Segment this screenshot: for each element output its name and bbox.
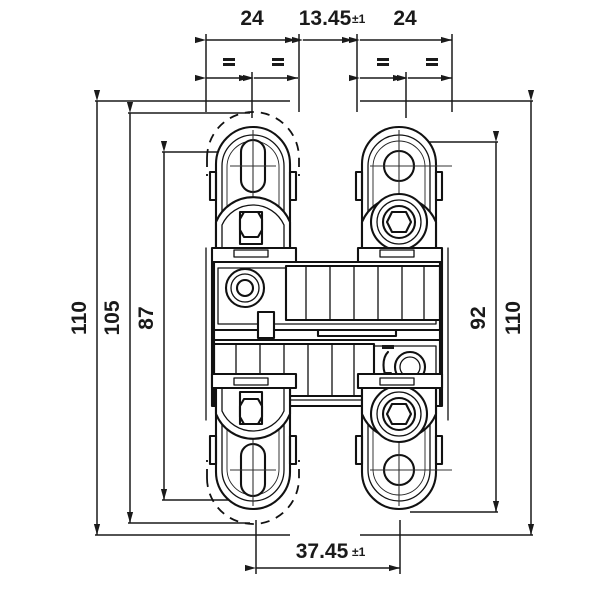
left-leaf-bottom-tab-l xyxy=(208,434,218,466)
equality-mark-2 xyxy=(272,58,284,66)
left-dimension-group: 110 105 87 xyxy=(68,90,290,536)
right-leaf-top-tab-r xyxy=(434,170,444,202)
left-leaf-bottom-hex-screw-icon xyxy=(238,397,264,426)
left-leaf-top-swing-arc xyxy=(206,111,300,159)
dim-top-left-24-label: 24 xyxy=(240,7,264,30)
right-leaf-top-hex-socket-icon xyxy=(385,210,413,234)
right-leaf-bottom xyxy=(354,372,452,510)
right-leaf-top-pivot-ring-inner xyxy=(381,204,417,240)
equality-mark-3 xyxy=(377,58,389,66)
right-leaf-top xyxy=(354,126,452,264)
dim-left-105-label: 105 xyxy=(101,300,124,335)
body-upper-washer-inner xyxy=(235,278,255,298)
dim-top-right-24-label: 24 xyxy=(393,7,417,30)
body-upper-washer-mid xyxy=(230,273,260,303)
left-leaf-bottom-tab-r xyxy=(288,434,298,466)
right-leaf-bottom-baseplate-slot xyxy=(379,377,415,386)
right-leaf-top-pivot-ring-mid xyxy=(376,199,422,245)
right-leaf-bottom-pivot-ring-mid xyxy=(376,391,422,437)
right-leaf-top-tab-l xyxy=(354,170,364,202)
body-guide-stub-upper xyxy=(256,310,276,340)
left-leaf-top-tab-r xyxy=(288,170,298,202)
dim-top-center-label: 13.45 xyxy=(299,7,352,30)
adjuster-minus-icon xyxy=(382,345,394,349)
dim-bottom-overall-label: 37.45 xyxy=(296,540,349,563)
left-leaf-top-hex-screw-icon xyxy=(238,210,264,239)
bottom-dimension-group: 37.45 ±1 xyxy=(245,520,401,574)
left-leaf-top-tab-l xyxy=(208,170,218,202)
left-leaf-bottom-swing-arc xyxy=(206,477,300,525)
right-leaf-bottom-tab-r xyxy=(434,434,444,466)
equality-mark-1 xyxy=(223,58,235,66)
right-dimension-group: 92 110 xyxy=(360,90,535,536)
right-leaf-bottom-pivot-ring-inner xyxy=(381,396,417,432)
top-dimension-group: 24 13.45 ±1 24 xyxy=(195,7,453,118)
dim-top-center-tolerance: ±1 xyxy=(352,12,366,26)
dim-bottom-overall-tolerance: ±1 xyxy=(352,545,366,559)
left-leaf-top xyxy=(206,111,300,264)
left-leaf-bottom-baseplate-slot xyxy=(233,377,269,386)
hinge-body xyxy=(205,247,449,424)
dim-right-92-label: 92 xyxy=(467,306,490,329)
body-upper-washer-outer xyxy=(224,267,266,309)
left-leaf-bottom-baseplate xyxy=(210,372,298,390)
dim-left-110-label: 110 xyxy=(68,301,91,335)
dim-right-110-label: 110 xyxy=(502,301,525,335)
left-leaf-bottom xyxy=(206,372,300,525)
left-leaf-top-pivot-lobe-inner xyxy=(221,204,285,251)
dim-left-87-label: 87 xyxy=(135,306,158,329)
left-leaf-bottom-pivot-lobe-inner xyxy=(221,385,285,432)
body-mid-band-strip xyxy=(316,328,398,338)
equality-mark-4 xyxy=(426,58,438,66)
right-leaf-bottom-baseplate xyxy=(356,372,444,390)
right-leaf-bottom-tab-l xyxy=(354,434,364,466)
left-leaf-top-baseplate-slot xyxy=(233,249,269,258)
right-leaf-top-baseplate-slot xyxy=(379,249,415,258)
right-leaf-bottom-hex-socket-icon xyxy=(385,402,413,426)
body-upper-link-arm xyxy=(284,264,442,322)
